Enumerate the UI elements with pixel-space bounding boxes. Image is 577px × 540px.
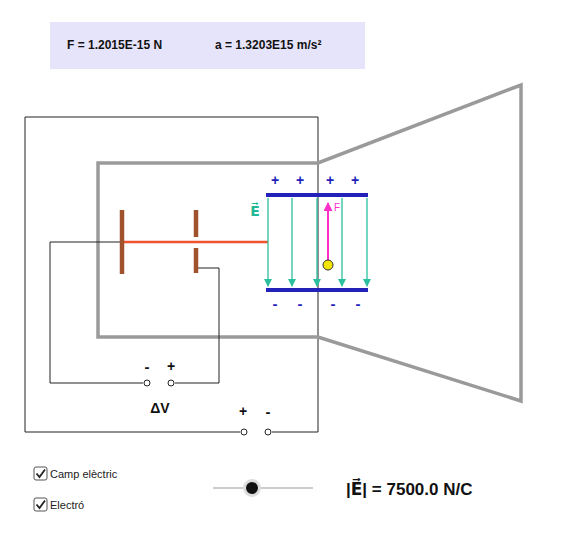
slider-knob [246,482,258,494]
terminal [265,429,271,435]
positive-plate [266,193,368,197]
field-lines [268,198,367,286]
checkbox [34,467,47,480]
plate-sign: - [331,296,336,311]
plate-sign: + [271,173,279,187]
anode [194,210,199,237]
checkbox-label: Camp elèctric [50,469,117,480]
crt-tube [98,85,521,401]
terminal [168,380,174,386]
slider-knob [243,479,261,497]
readout-text: a = 1.3203E15 m/s² [215,39,321,51]
checkbox [34,498,47,511]
terminal-sign: + [167,359,175,373]
terminal-sign: - [145,359,150,374]
electron-beam [124,241,268,244]
force-arrow [327,203,329,262]
checkbox-label: Electró [50,500,84,511]
field-magnitude: |E⃗| = 7500.0 N/C [346,481,473,498]
plate-sign: + [351,173,359,187]
plate-sign: - [273,296,278,311]
terminal-sign: - [266,404,271,419]
anode [194,248,199,273]
terminal-sign: + [239,404,247,418]
plate-sign: + [296,173,304,187]
readout-box: F = 1.2015E-15 N a = 1.3203E15 m/s² [50,22,365,69]
force-symbol: F [334,203,340,213]
wire [175,268,219,383]
wire [50,242,143,383]
field-symbol: E⃗ [250,204,260,218]
negative-plate [266,288,368,292]
terminal [241,429,247,435]
electron [323,260,333,270]
plate-sign: + [326,173,334,187]
slider-track [213,488,313,489]
readout-text: F = 1.2015E-15 N [67,39,162,51]
terminal [144,380,150,386]
voltage-label: ΔV [150,401,169,415]
cathode [120,210,125,274]
plate-sign: - [356,296,361,311]
plate-sign: - [298,296,303,311]
